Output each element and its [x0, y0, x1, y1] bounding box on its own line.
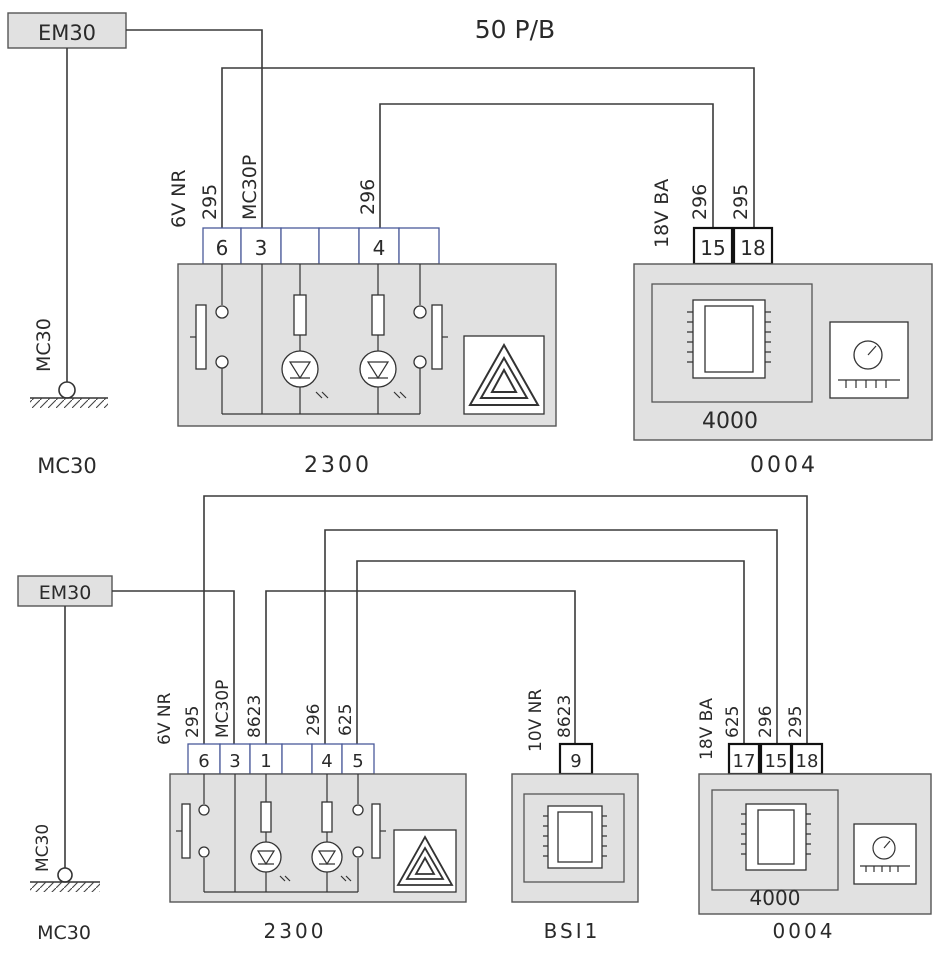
bottom-bs-wire-color: 10V NR: [526, 689, 546, 752]
top-switch-wire-color: 6V NR: [168, 169, 190, 228]
bottom-bsi-wire-296: 296: [756, 706, 776, 738]
bottom-bsi-wire-625: 625: [723, 706, 743, 738]
top-em30-connector: EM30: [7, 12, 127, 49]
bottom-switch-wire-mc30p: MC30P: [213, 680, 233, 738]
bottom-switch-wire-625: 625: [336, 704, 356, 736]
top-switch-wire-295: 295: [199, 184, 221, 220]
bottom-ground-caption: MC30: [37, 922, 91, 944]
bottom-bs-code: BSI1: [544, 919, 601, 943]
bottom-bsi-wire-color: 18V BA: [697, 698, 717, 760]
bottom-bsi-pin-18: 18: [796, 751, 819, 772]
bottom-bsi-code: 0004: [773, 919, 836, 943]
top-bsi-inner-code: 4000: [702, 409, 758, 434]
top-switch-wire-mc30p: MC30P: [239, 155, 261, 220]
bottom-hazard-switch: [169, 773, 467, 903]
top-switch-pin-6: 6: [216, 236, 229, 260]
bottom-switch-pin-1: 1: [260, 751, 271, 772]
top-bsi-pin-18: 18: [740, 236, 765, 260]
bottom-wire-296: [324, 529, 778, 744]
bottom-switch-wire-296: 296: [304, 704, 324, 736]
top-hazard-switch: [177, 263, 557, 427]
bottom-bs-pin-9: 9: [570, 751, 581, 772]
top-switch-pin-4: 4: [373, 236, 386, 260]
top-bsi-unit: 4000: [633, 263, 933, 441]
diagram-title: 50 P/B: [475, 15, 555, 44]
top-wire-mc30p: [126, 29, 263, 228]
bottom-em30-connector: EM30: [17, 575, 113, 607]
top-wire-296: [379, 103, 714, 228]
bottom-bsi-inner-code: 4000: [750, 886, 801, 910]
bottom-switch-connector: 6 3 1 4 5: [187, 743, 375, 775]
bottom-switch-pin-4: 4: [321, 751, 332, 772]
top-switch-connector: 6 3 4: [202, 227, 440, 265]
bottom-bs-unit: [511, 773, 639, 903]
bottom-bsi-connector: 17 15 18: [727, 742, 824, 776]
bottom-bs-connector: 9: [558, 742, 594, 776]
top-switch-pin-3: 3: [255, 236, 268, 260]
bottom-diagram: EM30 MC30 MC30 6V NR 295 MC30P 8623 296 …: [17, 495, 932, 944]
top-ground-caption: MC30: [37, 454, 97, 478]
bottom-bsi-pin-17: 17: [733, 751, 756, 772]
bottom-wire-295: [203, 495, 808, 744]
top-wire-295: [221, 67, 755, 228]
top-diagram: EM30 MC30 MC30 6V NR 295 MC30P 296 6: [7, 12, 933, 478]
top-bsi-code: 0004: [750, 453, 818, 478]
bottom-switch-pin-6: 6: [198, 751, 209, 772]
bottom-ground-label: MC30: [33, 824, 53, 872]
top-bsi-wire-296: 296: [689, 184, 711, 220]
bottom-wire-mc30p: [112, 590, 235, 744]
bottom-ground-symbol: MC30: [30, 824, 100, 892]
top-switch-code: 2300: [304, 453, 372, 478]
bottom-em30-label: EM30: [39, 582, 92, 604]
bottom-bsi-wire-295: 295: [786, 706, 806, 738]
top-bsi-wire-color: 18V BA: [651, 179, 673, 248]
bottom-switch-wire-color: 6V NR: [155, 692, 175, 745]
top-bsi-connector: 15 18: [692, 226, 774, 266]
bottom-switch-pin-3: 3: [229, 751, 240, 772]
bottom-bsi-pin-15: 15: [765, 751, 788, 772]
top-bsi-wire-295: 295: [730, 184, 752, 220]
top-bsi-pin-15: 15: [700, 236, 725, 260]
bottom-wire-8623: [265, 590, 576, 744]
bottom-bsi-unit: 4000: [698, 773, 932, 915]
top-ground-symbol: MC30: [30, 318, 108, 408]
bottom-bs-wire-8623: 8623: [555, 695, 575, 738]
top-switch-wire-296: 296: [357, 179, 379, 215]
bottom-wire-625: [356, 560, 745, 744]
bottom-switch-wire-295: 295: [183, 706, 203, 738]
bottom-switch-code: 2300: [264, 919, 327, 943]
top-ground-label: MC30: [33, 318, 55, 372]
bottom-switch-pin-5: 5: [352, 751, 363, 772]
bottom-switch-wire-8623: 8623: [245, 695, 265, 738]
top-em30-label: EM30: [38, 21, 96, 45]
